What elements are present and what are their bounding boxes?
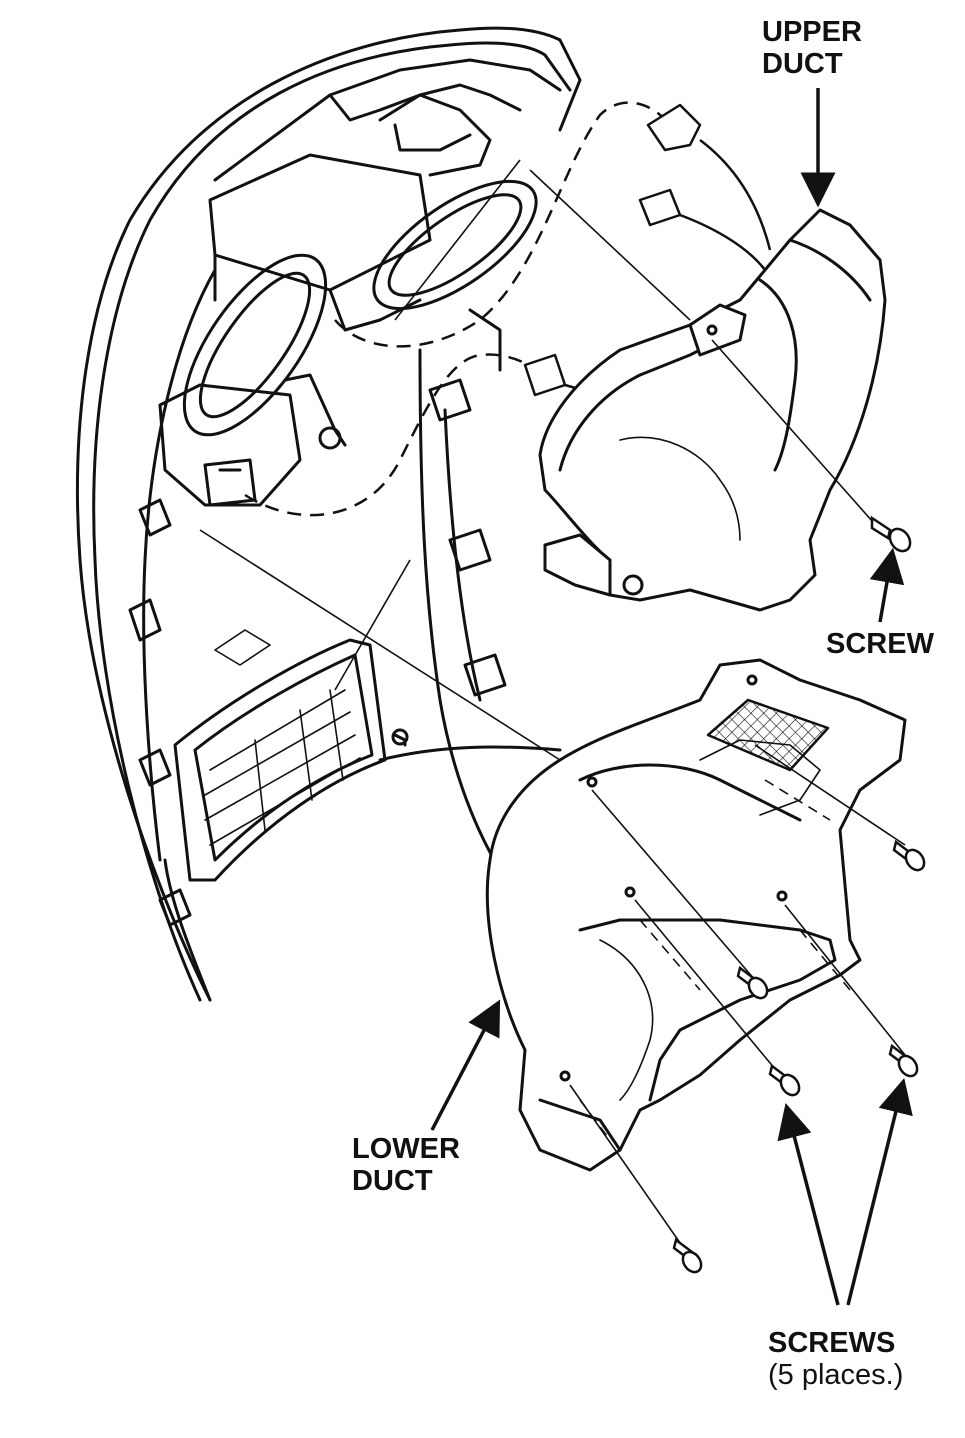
wiring-harness bbox=[244, 101, 671, 517]
screw-lower-2 bbox=[736, 965, 769, 1000]
lower-duct bbox=[485, 658, 907, 1172]
screw-lower-5 bbox=[672, 1237, 703, 1274]
upper-duct-label-line1: UPPER bbox=[762, 16, 862, 48]
connectors bbox=[523, 103, 772, 397]
screws-label-line2: (5 places.) bbox=[768, 1359, 904, 1391]
lower-duct-label-line1: LOWER bbox=[352, 1133, 460, 1165]
screw-lower-4 bbox=[888, 1043, 919, 1078]
screw-upper bbox=[870, 515, 912, 553]
upper-duct-label-line2: DUCT bbox=[762, 48, 843, 80]
screw-lower-1 bbox=[892, 839, 926, 872]
screws-label: SCREWS (5 places.) bbox=[768, 1327, 903, 1391]
leader-lines bbox=[199, 159, 906, 1251]
screw-label: SCREW bbox=[826, 628, 934, 660]
hidden-leader-lines bbox=[579, 779, 851, 1141]
screws-label-line1: SCREWS bbox=[768, 1327, 896, 1359]
instrument-panel bbox=[75, 26, 582, 1002]
lower-duct-label: LOWER DUCT bbox=[352, 1133, 460, 1197]
upper-duct-label: UPPER DUCT bbox=[762, 16, 862, 80]
screw-lower-3 bbox=[768, 1063, 801, 1097]
upper-duct bbox=[538, 208, 887, 612]
callout-arrows bbox=[430, 88, 913, 1306]
screw-label-text: SCREW bbox=[826, 628, 934, 660]
lower-duct-label-line2: DUCT bbox=[352, 1165, 433, 1197]
